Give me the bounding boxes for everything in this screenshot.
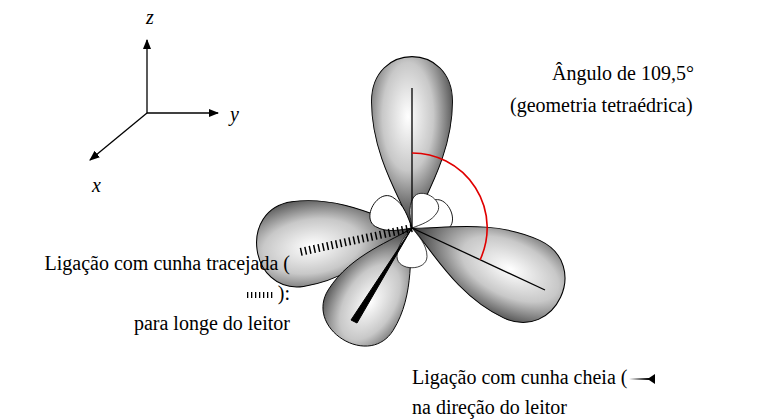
axes	[90, 40, 218, 160]
note-line: Ligação com cunha cheia (	[412, 362, 762, 392]
note-text: ):	[278, 282, 290, 304]
angle-label: Ângulo de 109,5°	[552, 58, 694, 88]
axis-label: x	[92, 170, 101, 200]
solid-wedge-note: Ligação com cunha cheia ( na direção do …	[412, 362, 762, 420]
note-line: Ligação com cunha tracejada ():	[20, 248, 290, 308]
dashed-wedge-note: Ligação com cunha tracejada (): para lon…	[20, 248, 290, 338]
dashed-wedge-symbol	[244, 288, 278, 302]
note-text: Ligação com cunha cheia (	[412, 366, 627, 388]
axis-label: z	[146, 2, 154, 32]
angle-note: (geometria tetraédrica)	[510, 90, 693, 120]
note-text: para longe do leitor	[20, 308, 290, 338]
angle-arc	[412, 153, 487, 260]
bond-lines	[300, 88, 545, 323]
note-text: na direção do leitor	[412, 392, 762, 420]
note-text: Ligação com cunha tracejada (	[45, 252, 290, 274]
axis-label: y	[230, 99, 239, 129]
solid-wedge-symbol	[627, 372, 657, 386]
front-small-lobes	[364, 189, 442, 268]
